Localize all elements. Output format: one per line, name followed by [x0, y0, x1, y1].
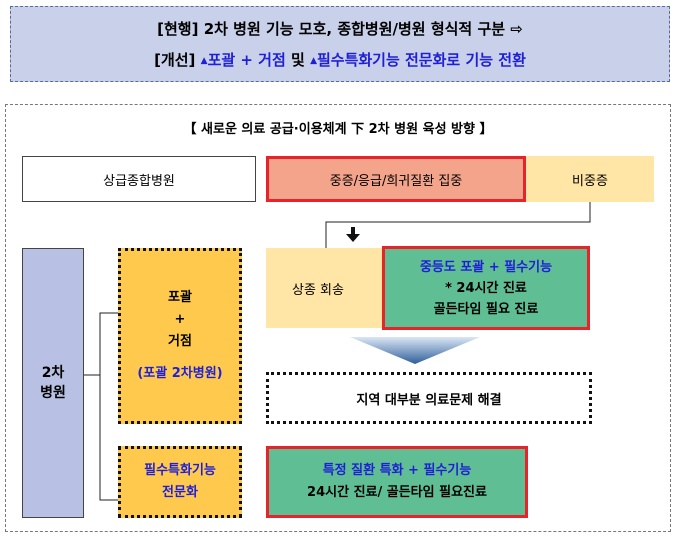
comprehensive-line4: (포괄 2차병원): [137, 366, 223, 381]
box-specific-disease: 특정 질환 특화 + 필수기능 24시간 진료/ 골든타임 필요진료: [266, 446, 528, 518]
banner-improvement-prefix: [개선]: [154, 51, 196, 69]
top-banner: [현행] 2차 병원 기능 모호, 종합병원/병원 형식적 구분 ⇨ [개선] …: [10, 6, 670, 82]
banner-item-comprehensive: 포괄 + 거점: [207, 51, 286, 69]
moderate-line3: 골든타임 필요 진료: [433, 301, 539, 317]
box-comprehensive-hub: 포괄 + 거점 (포괄 2차병원): [118, 248, 242, 424]
specialized-line1: 필수특화기능: [144, 463, 216, 478]
secondary-hospital-line2: 병원: [40, 385, 66, 401]
panel-title: 【 새로운 의료 공급·이용체계 下 2차 병원 육성 방향 】: [183, 122, 493, 137]
comprehensive-line3: 거점: [168, 334, 192, 349]
triangle-up-icon: ▲: [200, 56, 208, 66]
box-regional-resolution: 지역 대부분 의료문제 해결: [266, 372, 592, 424]
banner-current: [현행] 2차 병원 기능 모호, 종합병원/병원 형식적 구분 ⇨: [157, 20, 523, 38]
box-non-severe: 비중증: [526, 156, 654, 202]
box-tertiary-hospital: 상급종합병원: [22, 156, 256, 202]
secondary-hospital-line1: 2차: [41, 365, 65, 381]
box-moderate-comprehensive: 중등도 포괄 + 필수기능 * 24시간 진료 골든타임 필요 진료: [382, 246, 590, 330]
specific-line1: 특정 질환 특화 + 필수기능: [322, 463, 472, 478]
box-secondary-hospital: 2차 병원: [22, 248, 84, 518]
banner-item-specialized: 필수특화기능 전문화로: [316, 51, 461, 69]
comprehensive-line1: 포괄: [168, 290, 192, 305]
box-severe-focus: 중증/응급/희귀질환 집중: [266, 156, 526, 202]
moderate-line1: 중등도 포괄 + 필수기능: [419, 259, 553, 275]
specific-line2: 24시간 진료/ 골든타임 필요진료: [307, 485, 487, 500]
banner-join: 및: [291, 51, 305, 69]
specialized-line2: 전문화: [162, 485, 198, 500]
triangle-up-icon: ▲: [310, 56, 317, 66]
referral-label: 상종 회송: [292, 283, 344, 298]
banner-suffix: 기능 전환: [465, 51, 526, 69]
moderate-line2: * 24시간 진료: [445, 280, 527, 296]
banner-improvement: [개선] ▲포괄 + 거점 및 ▲필수특화기능 전문화로 기능 전환: [11, 49, 669, 70]
comprehensive-line2: +: [174, 312, 186, 327]
box-tertiary-referral: 상종 회송: [266, 248, 390, 328]
box-specialized-function: 필수특화기능 전문화: [118, 446, 242, 518]
